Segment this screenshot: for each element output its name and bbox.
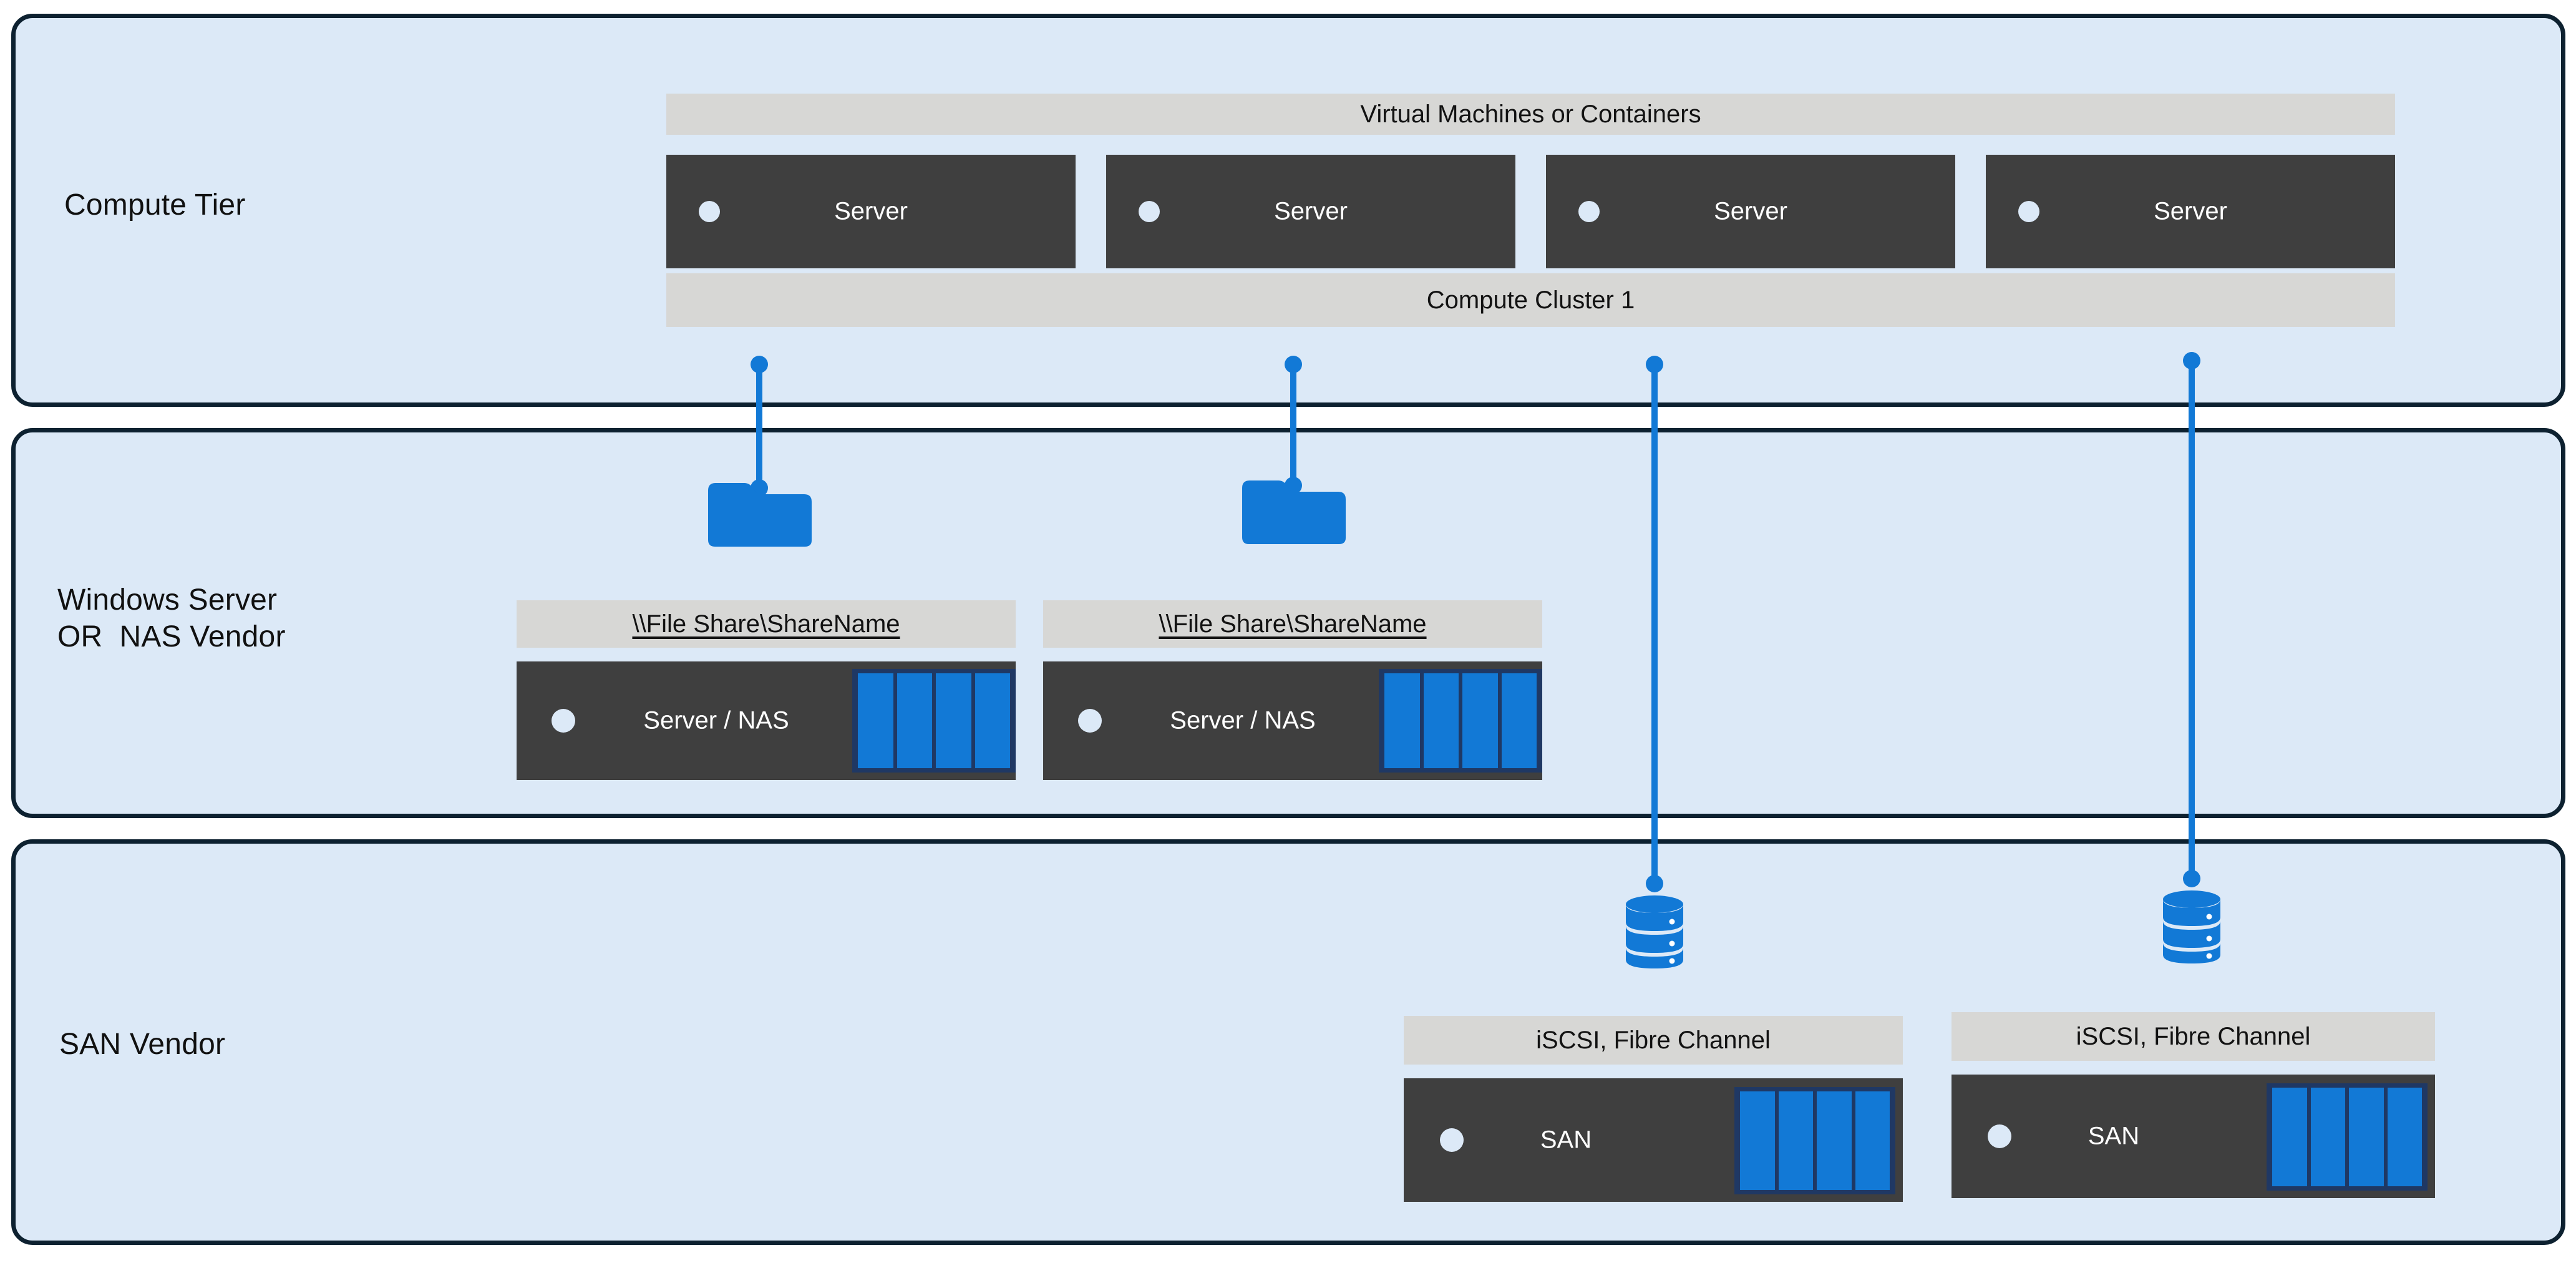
status-dot-icon [1139, 201, 1160, 222]
compute-server-label-3: Server [1714, 197, 1787, 225]
folder-icon [1237, 478, 1349, 550]
compute-server-label-4: Server [2154, 197, 2227, 225]
status-dot-icon [1078, 709, 1102, 733]
tier-label-windows-nas: Windows Server OR NAS Vendor [57, 583, 286, 653]
drive-bay-icon [852, 669, 1016, 773]
connector-endpoint-dot [1646, 356, 1663, 373]
nas-device-label-1: Server / NAS [643, 706, 789, 734]
nas-device-label-2: Server / NAS [1170, 706, 1316, 734]
status-dot-icon [2018, 201, 2039, 222]
status-dot-icon [552, 709, 575, 733]
san-device-label-2: SAN [2088, 1122, 2140, 1150]
database-icon [2159, 889, 2224, 969]
status-dot-icon [699, 201, 720, 222]
san-device-box-2[interactable]: SAN [1951, 1075, 2435, 1198]
status-dot-icon [1988, 1124, 2011, 1148]
connector-line-server4-to-san2 [2189, 361, 2195, 879]
nas-device-box-1[interactable]: Server / NAS [517, 661, 1016, 780]
tier-label-compute: Compute Tier [64, 188, 246, 222]
connector-line-server2-to-share2 [1290, 364, 1296, 485]
status-dot-icon [1440, 1128, 1464, 1152]
connector-endpoint-dot [2183, 352, 2200, 369]
san-device-label-1: SAN [1540, 1126, 1592, 1154]
tier-label-san: SAN Vendor [59, 1028, 226, 1061]
compute-server-box-4[interactable]: Server [1986, 155, 2395, 268]
band-file-share-2: \\File Share\ShareName [1043, 600, 1542, 648]
folder-icon [703, 480, 815, 552]
drive-bay-icon [2267, 1083, 2428, 1191]
compute-server-box-2[interactable]: Server [1106, 155, 1515, 268]
compute-server-label-2: Server [1274, 197, 1348, 225]
drive-bay-icon [1734, 1087, 1895, 1194]
band-virtual-machines: Virtual Machines or Containers [666, 94, 2395, 135]
connector-line-server3-to-san1 [1651, 364, 1658, 884]
database-icon [1622, 894, 1687, 974]
connector-line-server1-to-share1 [756, 364, 762, 488]
connector-endpoint-dot [1646, 875, 1663, 892]
san-device-box-1[interactable]: SAN [1404, 1078, 1903, 1202]
band-compute-cluster: Compute Cluster 1 [666, 273, 2395, 327]
drive-bay-icon [1379, 669, 1542, 773]
nas-device-box-2[interactable]: Server / NAS [1043, 661, 1542, 780]
band-iscsi-fibre-channel-2: iSCSI, Fibre Channel [1951, 1012, 2435, 1061]
connector-endpoint-dot [2183, 870, 2200, 887]
band-file-share-1: \\File Share\ShareName [517, 600, 1016, 648]
compute-server-box-3[interactable]: Server [1546, 155, 1955, 268]
connector-endpoint-dot [751, 356, 768, 373]
status-dot-icon [1578, 201, 1600, 222]
compute-server-label-1: Server [834, 197, 908, 225]
band-iscsi-fibre-channel-1: iSCSI, Fibre Channel [1404, 1016, 1903, 1065]
connector-endpoint-dot [1285, 356, 1302, 373]
compute-server-box-1[interactable]: Server [666, 155, 1076, 268]
